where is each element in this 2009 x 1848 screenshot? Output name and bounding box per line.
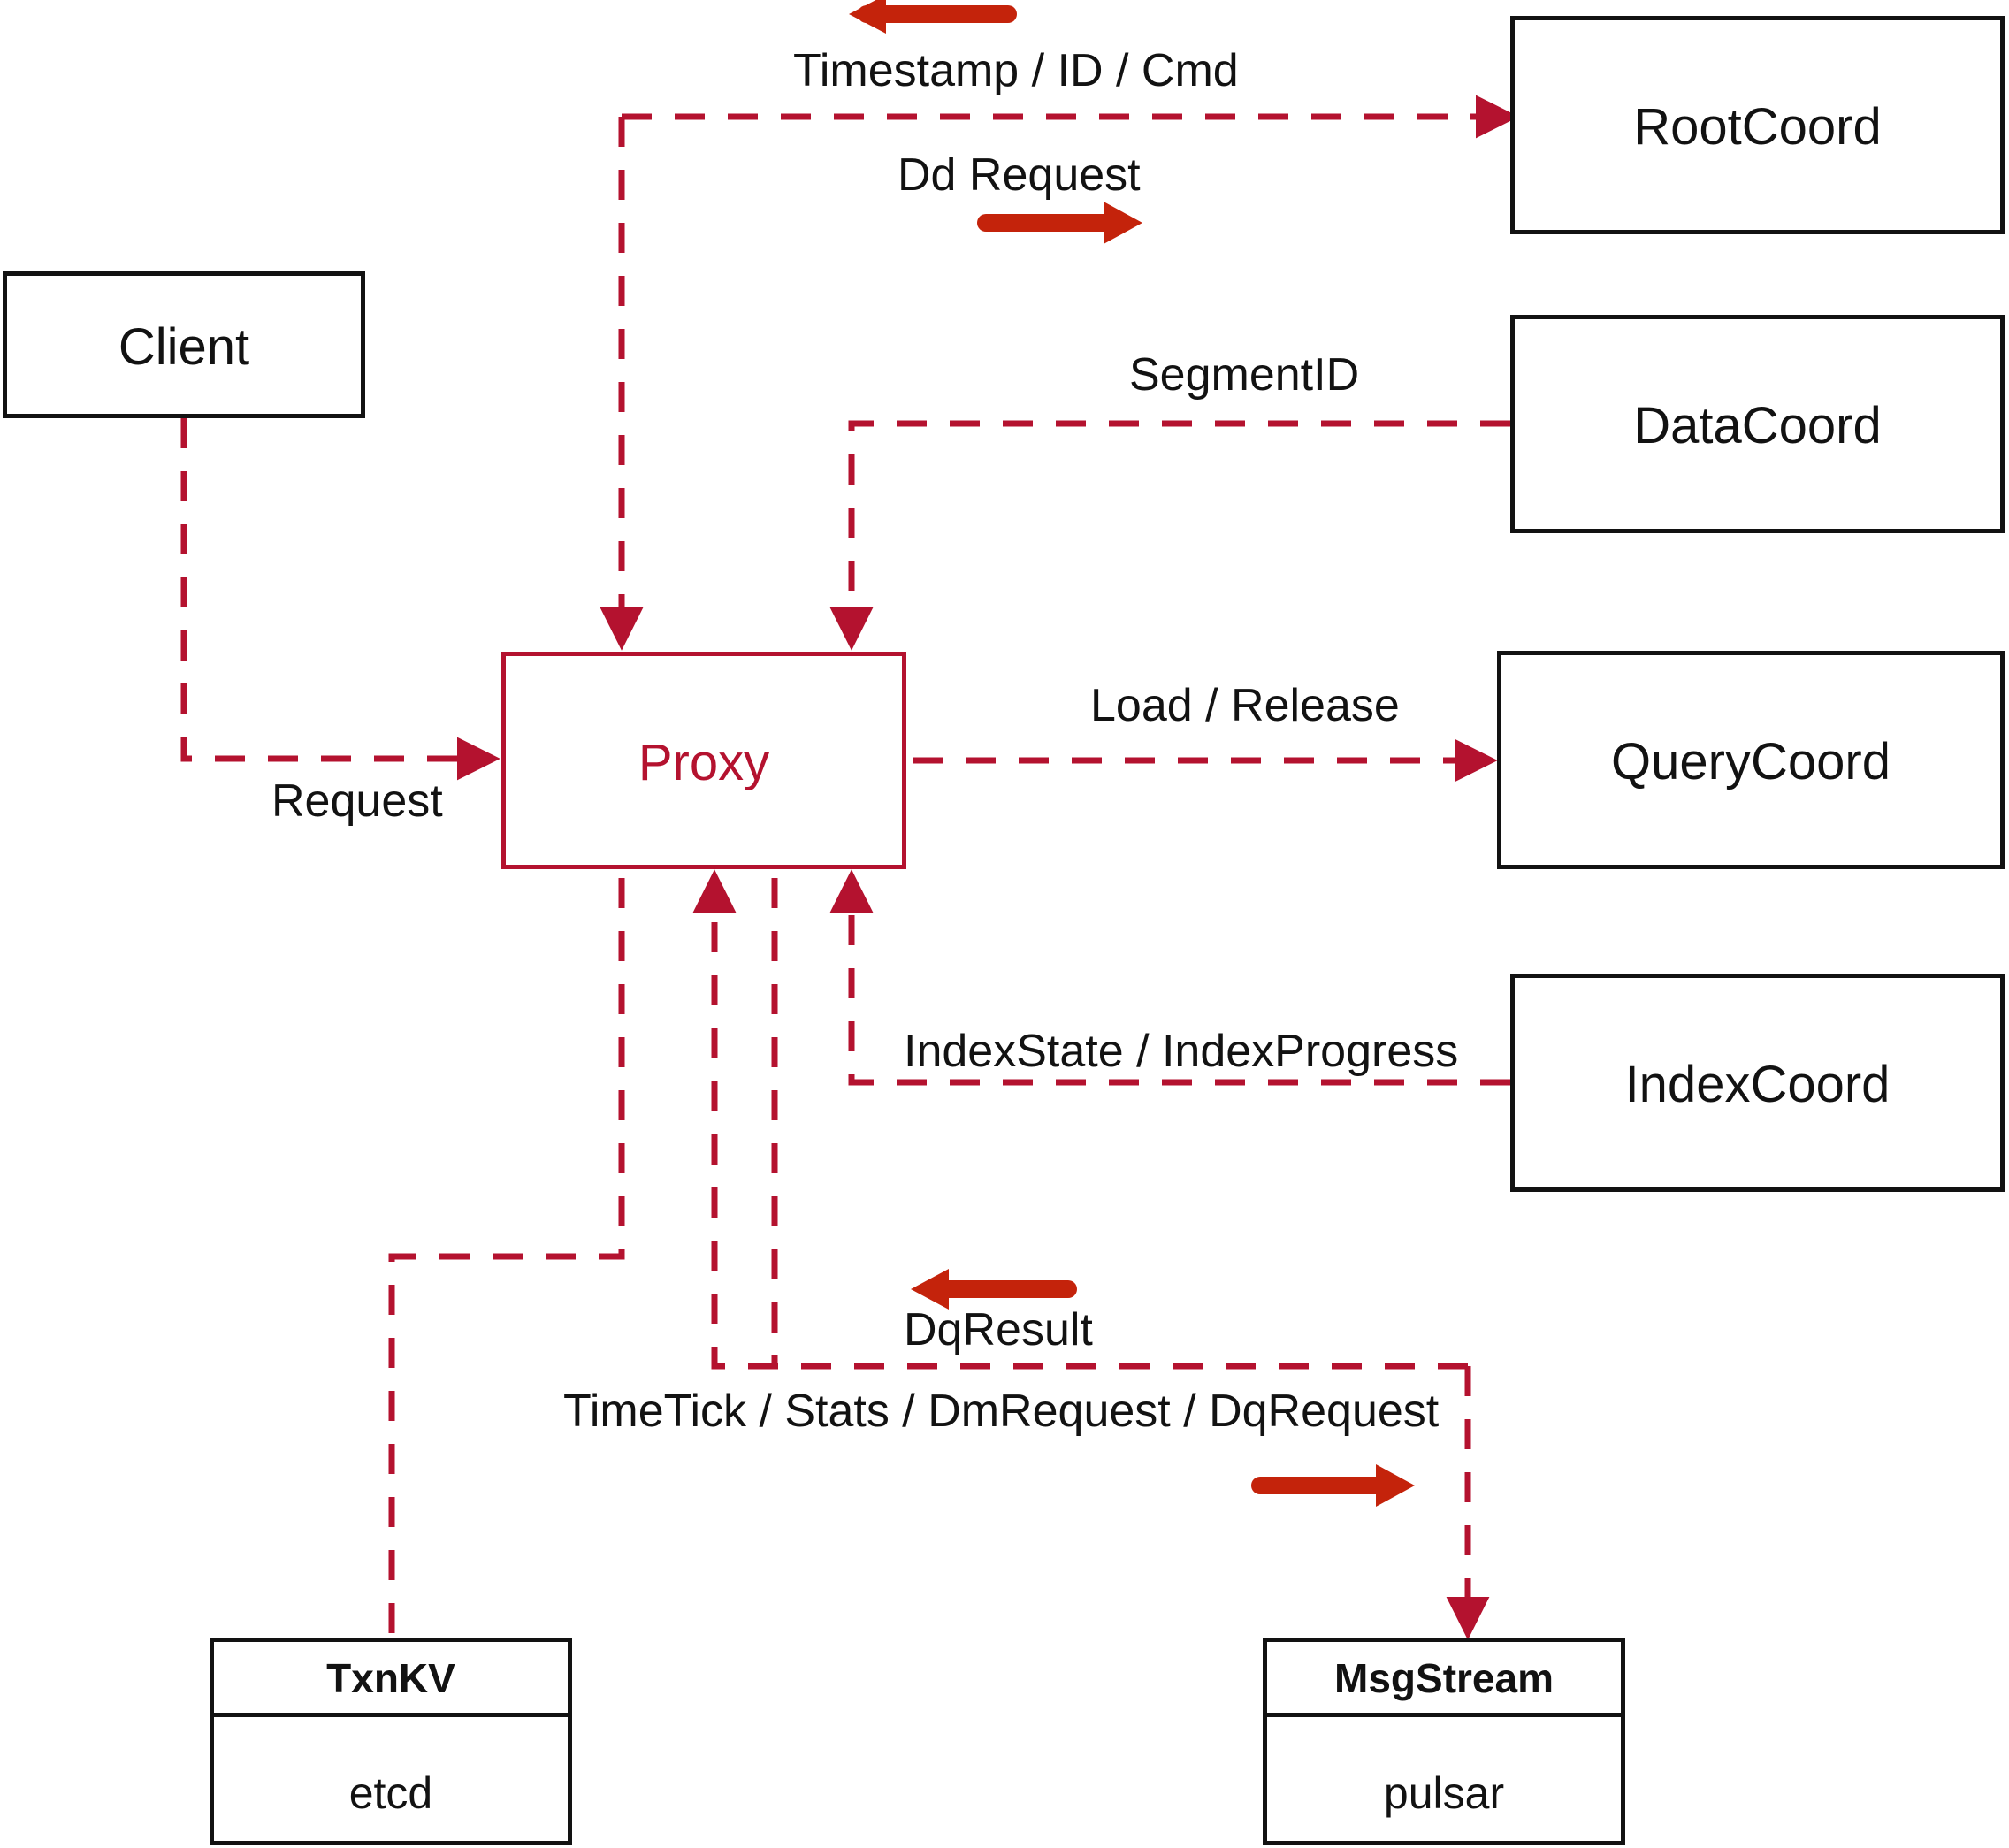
wire-msgstream-to-proxy <box>692 869 1468 1370</box>
wire-client-to-proxy <box>180 418 500 781</box>
node-datacoord-label: DataCoord <box>1633 397 1882 454</box>
edge-label-dqresult: DqResult <box>904 1304 1093 1355</box>
node-txnkv[interactable]: TxnKV etcd <box>210 1638 572 1845</box>
wire-indexcoord-to-proxy <box>829 869 1510 1086</box>
node-msgstream[interactable]: MsgStream pulsar <box>1263 1638 1625 1845</box>
node-txnkv-body-label: etcd <box>348 1768 433 1818</box>
node-querycoord-label: QueryCoord <box>1611 733 1891 790</box>
node-rootcoord[interactable]: RootCoord <box>1510 16 2005 234</box>
edge-label-timetick-stats-dmrequest-dqrequest: TimeTick / Stats / DmRequest / DqRequest <box>563 1386 1440 1437</box>
edge-label-load-release: Load / Release <box>1090 680 1400 731</box>
edge-label-dd-request: Dd Request <box>898 149 1141 201</box>
arrow-left-timestamp-icon <box>849 0 1017 34</box>
edge-label-segmentid: SegmentID <box>1129 349 1360 401</box>
node-txnkv-body: etcd <box>214 1713 568 1841</box>
wire-datacoord-to-proxy <box>829 420 1510 651</box>
direction-arrow-glyphs <box>849 0 1415 1507</box>
node-msgstream-body-label: pulsar <box>1383 1768 1505 1818</box>
node-msgstream-header: MsgStream <box>1267 1642 1621 1717</box>
arrow-left-dqresult-icon <box>911 1269 1077 1310</box>
node-msgstream-body: pulsar <box>1267 1713 1621 1841</box>
node-msgstream-header-label: MsgStream <box>1334 1655 1554 1701</box>
node-indexcoord-label: IndexCoord <box>1624 1056 1891 1113</box>
node-txnkv-header: TxnKV <box>214 1642 568 1717</box>
edge-label-request: Request <box>271 775 443 827</box>
node-client-label: Client <box>118 318 250 376</box>
edge-label-timestamp-id-cmd: Timestamp / ID / Cmd <box>793 45 1239 96</box>
wire-proxy-to-txnkv <box>388 878 625 1638</box>
node-querycoord[interactable]: QueryCoord <box>1497 651 2005 869</box>
node-proxy-label: Proxy <box>638 734 770 791</box>
node-txnkv-header-label: TxnKV <box>326 1655 455 1701</box>
node-client[interactable]: Client <box>3 271 365 418</box>
node-indexcoord[interactable]: IndexCoord <box>1510 974 2005 1192</box>
arrow-right-dd-request-icon <box>977 202 1142 244</box>
node-datacoord[interactable]: DataCoord <box>1510 315 2005 533</box>
node-proxy[interactable]: Proxy <box>501 652 906 869</box>
arrow-right-dqrequest-icon <box>1251 1464 1415 1507</box>
node-rootcoord-label: RootCoord <box>1633 98 1882 156</box>
edge-label-indexstate-indexprogress: IndexState / IndexProgress <box>904 1026 1459 1077</box>
